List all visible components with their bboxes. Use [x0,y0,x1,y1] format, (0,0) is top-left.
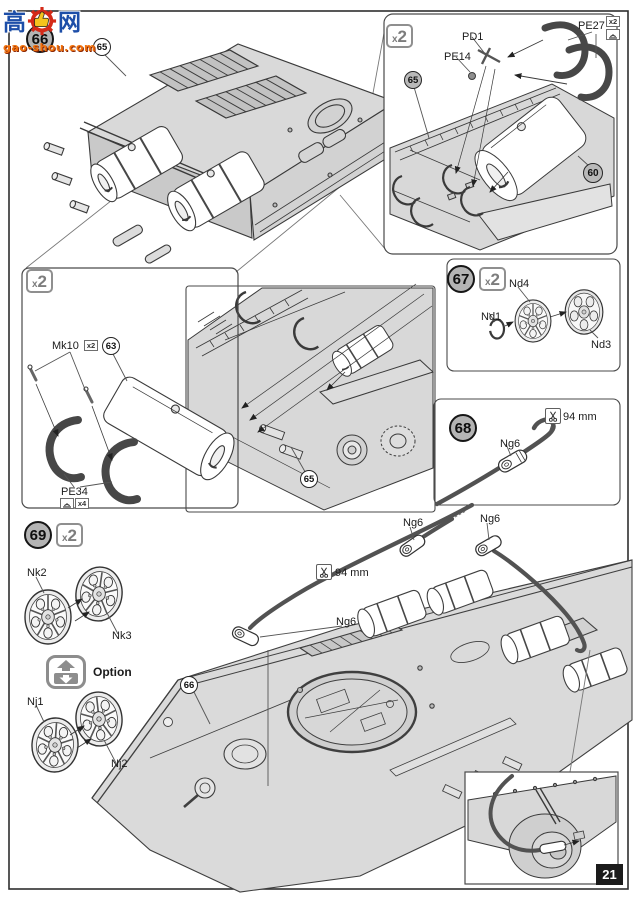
label-option: Option [93,665,132,679]
label-ng6: Ng6 [480,513,501,525]
nk3-wheel [71,563,127,625]
box-67-frame [446,258,621,372]
callout-lines [25,21,387,273]
label-pe27: PE27 [578,20,605,32]
ng6-eyelet [399,534,426,557]
multiplier-step67: x2 [479,267,506,291]
fuel-drum [90,126,183,203]
page-frame [8,10,629,890]
label-mk10: Mk10 [52,340,79,352]
label-nj1: Nj1 [27,696,44,708]
watermark: 高 网 gao-shou.com [3,6,96,53]
fuel-drum-63 [103,376,235,481]
tow-cable-end [488,774,542,853]
leader-lines [34,31,599,786]
tow-cable [247,502,475,631]
inset-bottom-right-art [467,774,617,879]
label-pe34: PE34 [61,486,88,498]
multiplier-text: x2 [484,270,501,289]
pe34-qty-tag: x4 [75,498,89,509]
mk10-qty-tag: x2 [84,340,98,351]
box-left-art [27,364,235,505]
gear-thumb-icon [27,6,57,41]
pe14-grommet [468,72,476,80]
pe-bend-icon [606,29,620,40]
inset-top-right-art [389,21,615,251]
page-number: 21 [596,864,623,885]
label-pd1: PD1 [462,31,484,43]
step-68-badge: 68 [449,414,477,442]
fuel-drum [500,615,570,665]
ng6-eyelet [231,626,260,647]
ng6-eyelet [497,449,528,473]
nd3-wheel [564,289,604,335]
label-pe14: PE14 [444,51,471,63]
step-69-badge: 69 [24,521,52,549]
multiplier-text: x2 [61,526,78,545]
part-60-badge: 60 [583,163,603,183]
multiplier-text: x2 [391,27,408,46]
nk2-wheel [24,589,72,645]
fuel-drum [331,325,394,377]
part-65-badge-middle: 65 [300,470,318,488]
label-nk2: Nk2 [27,567,47,579]
nj1-wheel [29,715,81,775]
watermark-char-right: 网 [58,10,81,36]
part-65-badge: 65 [93,38,111,56]
label-cable-length: 94 mm [335,567,369,579]
fuel-drum [357,589,427,639]
pe-bend-icon [60,498,74,509]
label-ng6: Ng6 [336,616,357,628]
multiplier-top-right: x2 [386,24,413,48]
multiplier-step69: x2 [56,523,83,547]
turret-ring [286,670,418,754]
pe27-strap [565,43,613,102]
pe34-strap [45,416,85,483]
option-wheels-art [29,688,126,775]
watermark-site-text: gao-shou.com [3,41,96,54]
label-cable-length: 94 mm [563,411,597,423]
watermark-char-left: 高 [3,10,26,36]
multiplier-left-box: x2 [26,269,53,293]
label-ng6: Ng6 [500,438,521,450]
fuel-drum [562,647,628,693]
cables-art [231,502,587,654]
scissors-icon [545,408,561,424]
box-68-frame [433,398,621,506]
pe27-qty-tag: x2 [606,16,620,27]
label-ng6: Ng6 [403,517,424,529]
inset-middle-art [187,283,434,511]
pd1-pin [477,47,501,65]
scissors-icon [316,564,332,580]
part-63-badge: 63 [102,337,120,355]
nd4-wheel [514,299,552,343]
fuel-drum [426,569,494,616]
label-nd1: Nd1 [481,311,502,323]
step-67-badge: 67 [447,265,475,293]
step66-main-art [43,43,401,264]
label-nk3: Nk3 [112,630,132,642]
nd1-ring [488,318,506,340]
pe34-strap [101,438,141,505]
tow-cable [491,548,587,654]
fuel-drum [167,151,265,232]
part-66-badge: 66 [180,676,198,694]
label-nd3: Nd3 [591,339,612,351]
step67-art [488,289,604,343]
swap-arrows-icon [46,655,86,694]
multiplier-text: x2 [31,272,48,291]
nj2-wheel [72,688,126,750]
inset-callout-line [569,649,591,773]
fuel-drum-60 [474,96,587,201]
label-nd4: Nd4 [509,278,530,290]
label-nj2: Nj2 [111,758,128,770]
box-left-frame [21,267,239,509]
step69-art [24,563,127,645]
part-65-badge-inset: 65 [404,71,422,89]
ng6-eyelet [475,535,502,557]
